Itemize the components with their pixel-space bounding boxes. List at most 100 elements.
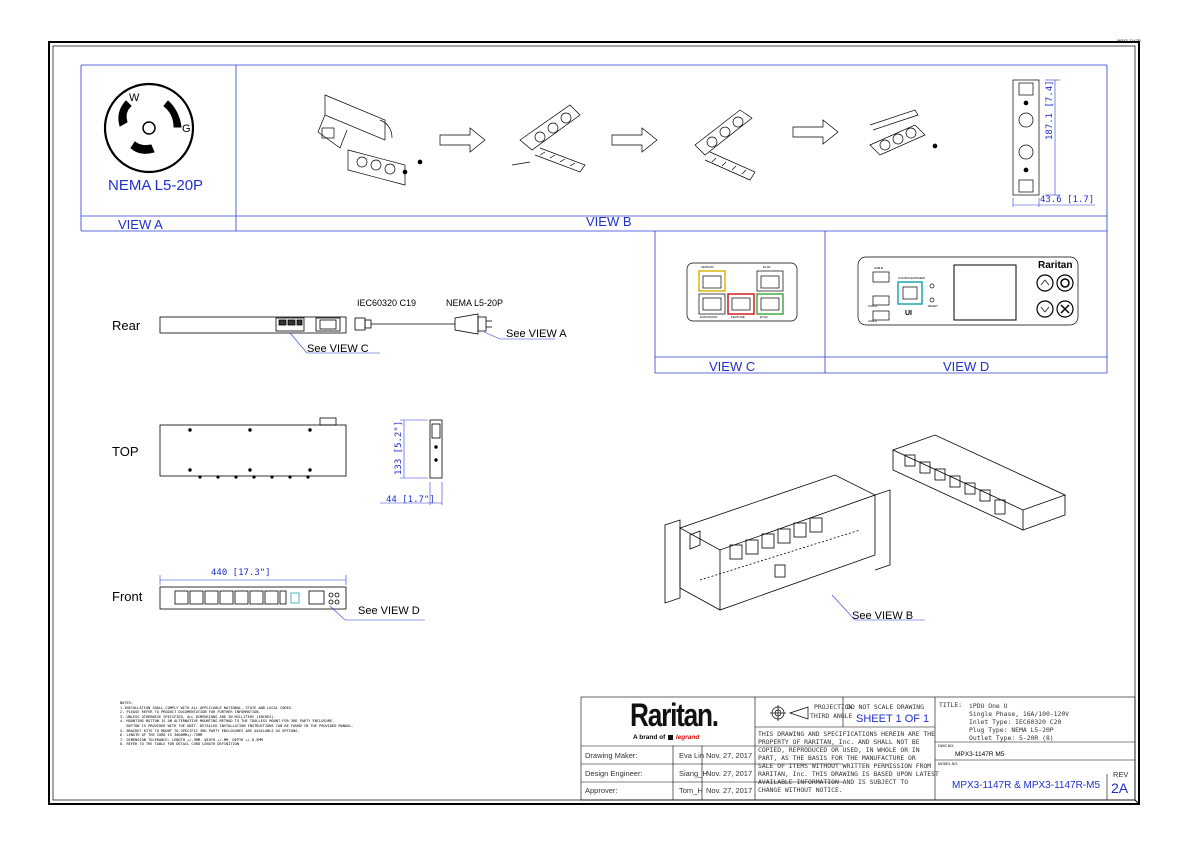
- drawing-maker-date: Nov. 27, 2017: [706, 751, 753, 760]
- design-engineer: Siang_H: [679, 769, 708, 778]
- title-line: Plug Type: NEMA L5-20P: [969, 726, 1054, 734]
- view-c-label: VIEW C: [709, 359, 756, 374]
- notes-line: 2. PLEASE REFER TO PRODUCT DOCUMENTATION…: [120, 710, 261, 715]
- view-d-port-reset: RESET: [928, 304, 939, 308]
- view-d-label: VIEW D: [943, 359, 990, 374]
- title-lines: iPDU One U Single Phase, 16A/100-120V In…: [969, 702, 1069, 742]
- rear-see-view-c: See VIEW C: [307, 343, 369, 355]
- legrand-icon: [668, 735, 674, 740]
- disclaimer-line: RARITAN, Inc. THIS DRAWING IS BASED UPON…: [758, 770, 939, 778]
- notes-line: 4. MOUNTING BUTTON IS AN ALTERNATIVE MOU…: [120, 719, 335, 724]
- plug-name: NEMA L5-20P: [108, 177, 204, 194]
- model-no: MPX3-1147R & MPX3-1147R-M5: [952, 780, 1101, 791]
- view-d-port-usba-2: USB-A: [868, 319, 878, 323]
- view-b-width-dim: 43.6 [1.7]: [1040, 195, 1095, 205]
- notes-line: 7. DIMENSION TOLERANCE: LENGTH +/-3MM, W…: [120, 737, 263, 742]
- plug-w-label: W: [129, 92, 140, 104]
- rev-label: REV: [1113, 770, 1129, 779]
- disclaimer-line: PROPERTY OF RARITAN, Inc. AND SHALL NOT …: [758, 738, 920, 746]
- top-height-dim: 133 [5.2"]: [394, 420, 404, 475]
- bracket-sequence: [317, 79, 1040, 196]
- rear-label: Rear: [112, 318, 141, 333]
- model-no-label: MODEL NO.: [938, 762, 959, 766]
- disclaimer-line: CHANGE WITHOUT NOTICE.: [758, 786, 843, 794]
- view-b-height-dim: 187.1 [7.4]: [1045, 80, 1055, 140]
- title-line: iPDU One U: [969, 702, 1008, 710]
- title-label: TITLE:: [939, 701, 963, 709]
- drawing-maker: Eva Lin: [679, 751, 705, 760]
- do-not-scale: DO NOT SCALE DRAWING: [847, 703, 924, 711]
- view-a-label: VIEW A: [118, 217, 163, 232]
- front-width-dim: 440 [17.3"]: [211, 568, 271, 578]
- plug-g-label: G: [182, 123, 191, 135]
- projection-symbol: [770, 705, 809, 721]
- disclaimer-line: PART, AS THE BASIS FOR THE MANUFACTURE O…: [758, 754, 916, 762]
- iso-front-drawing: [664, 474, 891, 611]
- company-tagline: A brand of legrand: [633, 734, 699, 741]
- view-c-port-sensor: SENSOR: [701, 265, 714, 269]
- notes-line: 1.INSTALLATION SHALL COMPLY WITH ALL APP…: [120, 705, 294, 710]
- dwg-no-label: DWG NO:: [938, 744, 955, 748]
- view-d-ui-logo: UI: [905, 310, 912, 317]
- rear-leaders: [289, 331, 555, 354]
- iso-leader: [831, 594, 925, 621]
- view-c-panel: [686, 262, 798, 322]
- front-label: Front: [112, 589, 143, 604]
- top-label: TOP: [112, 444, 139, 459]
- tagline-brand: legrand: [675, 734, 700, 741]
- rear-view-drawing: [159, 313, 492, 335]
- views-ab-frame: [80, 64, 1108, 232]
- iso-see-view-b: See VIEW B: [852, 610, 914, 622]
- approver-label: Approver:: [585, 786, 618, 795]
- front-dimensions: [159, 575, 425, 621]
- view-d-panel: [857, 256, 1079, 326]
- disclaimer: THIS DRAWING AND SPECIFICATIONS HEREIN A…: [758, 730, 939, 794]
- disclaimer-line: AVAILABLE INFORMATION AND IS SUBJECT TO: [758, 778, 909, 786]
- notes-line: 6. LENGTH OF THE CORD IS 3000MM+/-75MM: [120, 733, 203, 738]
- inner-border: [52, 45, 1136, 801]
- top-view-drawing: [159, 417, 443, 479]
- view-d-port-console: CONSOLE/MODEM: [898, 276, 926, 280]
- view-c-port-eth2: ETH2: [760, 315, 768, 319]
- notes-line: 3. UNLESS OTHERWISE SPECIFIED, ALL DIMEN…: [120, 714, 276, 719]
- view-b-dimensions: [1012, 79, 1095, 207]
- iso-rear-drawing: [891, 434, 1067, 531]
- dwg-no: MPX3-1147R M5: [955, 751, 1005, 758]
- view-d-brand: Raritan: [1038, 260, 1073, 271]
- nema-plug-drawing: [103, 82, 195, 174]
- notes-line: 5. BRACKET KITS TO MOUNT TO SPECIFIC 3RD…: [120, 728, 300, 733]
- title-line: Inlet Type: IEC60320 C20: [969, 718, 1062, 726]
- title-line: Single Phase, 16A/100-120V: [969, 710, 1070, 718]
- rev-value: 2A: [1111, 780, 1129, 796]
- disclaimer-line: THIS DRAWING AND SPECIFICATIONS HEREIN A…: [758, 730, 935, 738]
- top-width-dim: 44 [1.7"]: [386, 495, 435, 505]
- front-view-drawing: [159, 586, 347, 610]
- approver: Tom_H: [679, 786, 703, 795]
- view-b-label: VIEW B: [586, 214, 632, 229]
- rear-see-view-a: See VIEW A: [506, 328, 567, 340]
- company-logo: Raritan.: [630, 697, 719, 733]
- title-line: Outlet Type: 5-20R (8): [969, 734, 1054, 742]
- title-block-grid: [580, 696, 1136, 801]
- outer-border: [48, 41, 1140, 805]
- rear-c19-label: IEC60320 C19: [357, 298, 417, 308]
- notes-title: NOTES:: [120, 701, 133, 705]
- view-c-port-expansion: EXPANSION: [700, 315, 718, 319]
- disclaimer-line: COPIED, REPRODUCED OR USED, IN WHOLE OR …: [758, 746, 920, 754]
- tagline-prefix: A brand of: [633, 734, 666, 741]
- corner-tag: MPX3-1147R: [1117, 38, 1141, 43]
- view-d-port-usba-1: USB-A: [868, 304, 878, 308]
- notes-block: NOTES: 1.INSTALLATION SHALL COMPLY WITH …: [120, 701, 354, 747]
- disclaimer-line: SALE OF ITEMS WITHOUT WRITTEN PERMISSION…: [758, 762, 932, 770]
- drawing-maker-label: Drawing Maker:: [585, 751, 638, 760]
- notes-line: 8. REFER TO THE TABLE FOR DETAIL CORD LE…: [120, 742, 239, 747]
- notes-line: BUTTON IS PROVIDED WITH THE UNIT. DETAIL…: [120, 723, 354, 728]
- views-cd-frame: [654, 231, 1108, 374]
- design-engineer-label: Design Engineer:: [585, 769, 643, 778]
- view-c-port-feature: FEATURE: [731, 315, 745, 319]
- approver-date: Nov. 27, 2017: [706, 786, 753, 795]
- top-dimensions: [380, 419, 443, 505]
- view-c-port-eth1: ETH1: [763, 265, 771, 269]
